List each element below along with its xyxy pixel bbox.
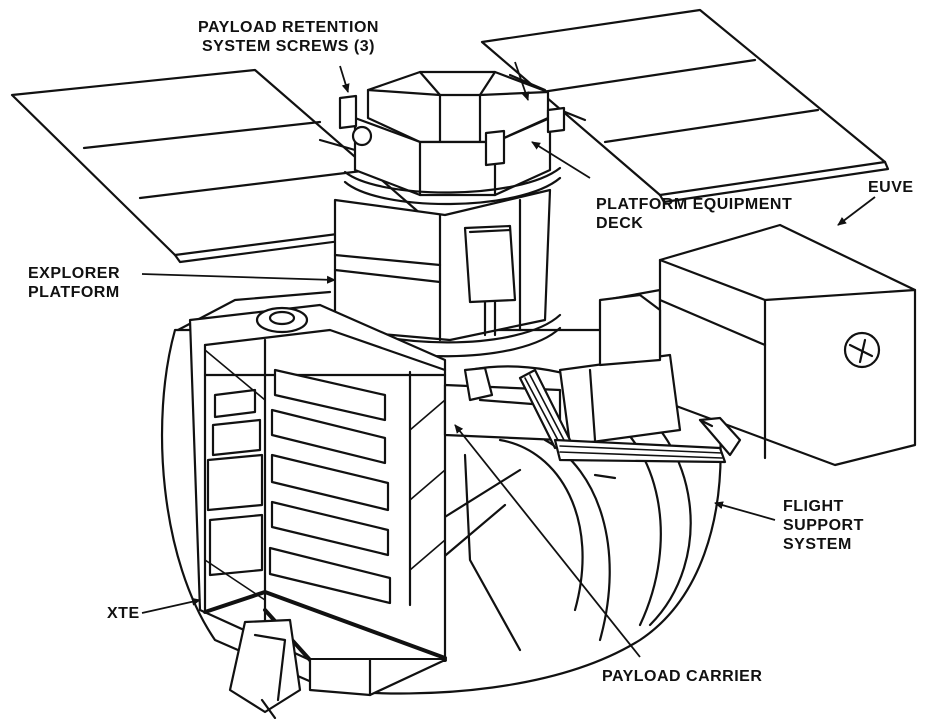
label-payload-retention-screws: PAYLOAD RETENTION SYSTEM SCREWS (3): [198, 19, 379, 55]
xte-payload: [188, 303, 447, 719]
label-xte: XTE: [107, 605, 140, 622]
label-payload-carrier: PAYLOAD CARRIER: [602, 668, 763, 685]
grapple-arm: [518, 368, 742, 480]
label-platform-equipment-deck: PLATFORM EQUIPMENT DECK: [596, 196, 793, 232]
euve-module: [558, 223, 917, 467]
explorer-platform: [323, 70, 566, 358]
label-flight-support-system: FLIGHT SUPPORT SYSTEM: [783, 498, 864, 553]
right-solar-array: [480, 8, 890, 204]
label-euve: EUVE: [868, 179, 914, 196]
leader-lines: [141, 61, 876, 658]
label-explorer-platform: EXPLORER PLATFORM: [28, 265, 121, 301]
